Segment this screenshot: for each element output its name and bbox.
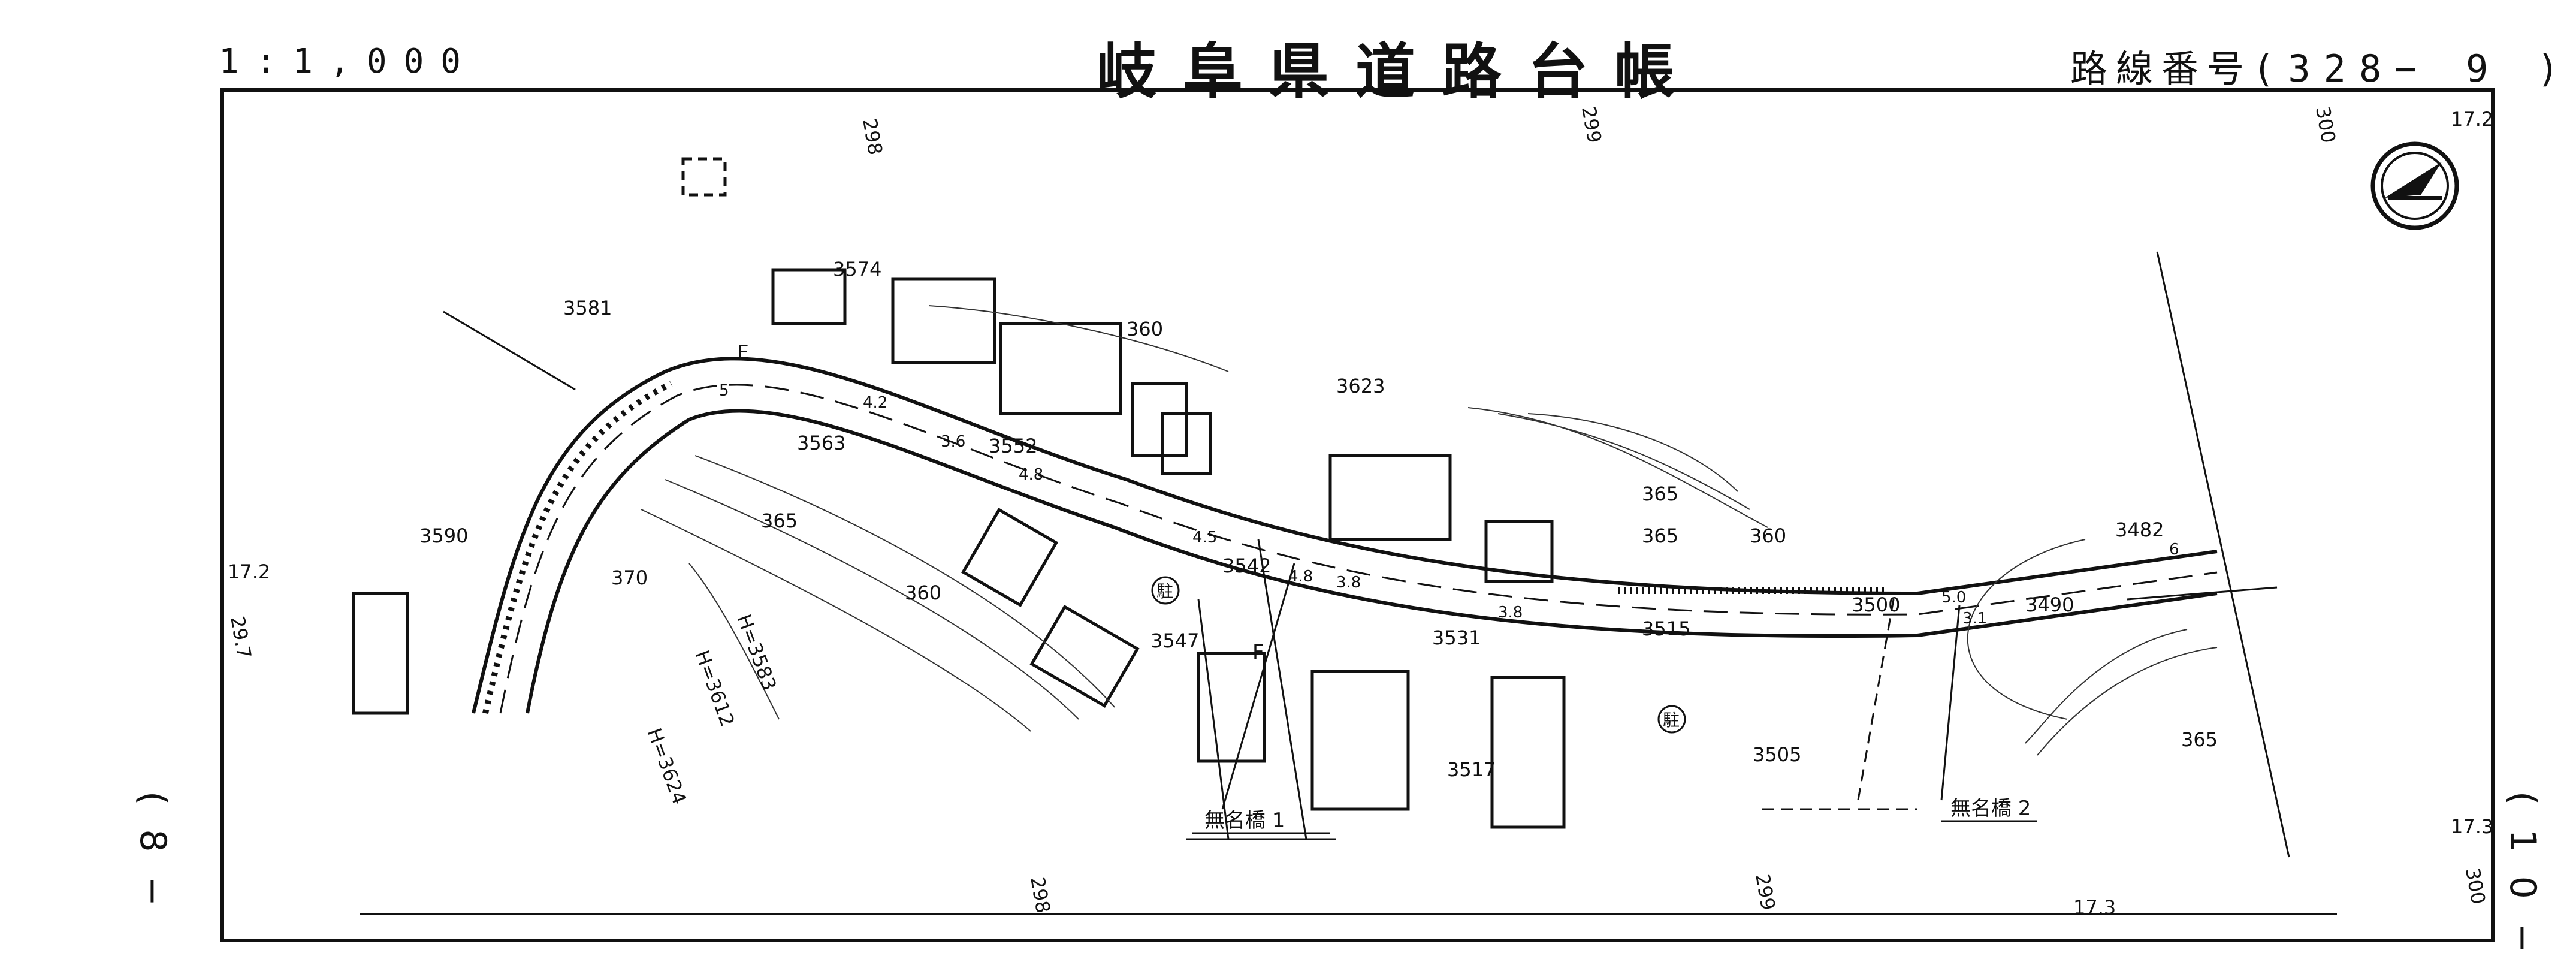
elevation: 3552: [989, 435, 1037, 457]
section-mark: 300: [2461, 866, 2490, 906]
offset-label: 17.2: [2451, 108, 2493, 131]
page-title: 岐阜県道路台帳: [1097, 36, 1701, 107]
road-mark: 4.2: [863, 394, 887, 412]
elevation: 3542: [1222, 554, 1271, 577]
road-mark: 3.6: [941, 433, 965, 451]
offset-label: 17.3: [2451, 815, 2493, 838]
elevation: 3623: [1336, 375, 1385, 397]
parcel-lines: [443, 251, 2290, 858]
elevation: 3517: [1447, 758, 1496, 781]
elevation: 3581: [563, 297, 612, 319]
height-note: H=3583: [732, 611, 781, 693]
contour-label: 360: [1127, 318, 1163, 340]
elevation: 3563: [797, 432, 845, 454]
height-note: H=3624: [642, 725, 691, 807]
offset-label: 29.7: [226, 614, 256, 661]
parking-markers: 駐 駐: [1151, 576, 1686, 734]
road-edges: [472, 357, 2218, 714]
contour-label: 365: [1642, 524, 1678, 547]
road-mark: 3.8: [1336, 574, 1361, 592]
road-mark: 6: [2169, 541, 2179, 559]
buildings: [352, 157, 1566, 829]
road-mark: 3.8: [1498, 604, 1523, 622]
elevation: 3490: [2025, 593, 2074, 616]
elevation: 3505: [1753, 743, 1801, 766]
bridge-2: 無名橋 2: [1940, 605, 2037, 822]
scale-label: 1:1,000: [219, 42, 478, 81]
section-mark: 299: [1577, 105, 1606, 145]
route-number: 路線番号(328− 9 ): [2070, 38, 2572, 92]
contour-label: 360: [1750, 524, 1786, 547]
offset-label: 17.2: [228, 560, 270, 583]
road-mark: F: [737, 341, 749, 365]
route-number-value: (328− 9 ): [2252, 47, 2572, 91]
contours: [641, 305, 2218, 756]
road-map: 298 299 300 298 299 300 17.2 17.2 29.7 1…: [220, 88, 2495, 942]
contour-label: 365: [2181, 728, 2218, 751]
elevation: 3531: [1432, 626, 1481, 649]
elevation: 3574: [833, 258, 881, 281]
contour-label: 365: [1642, 483, 1678, 505]
elevation: 3590: [419, 524, 468, 547]
road-mark: F: [1252, 641, 1264, 665]
bridge-label: 無名橋 2: [1950, 797, 2031, 821]
road-mark: 5: [719, 382, 729, 400]
elevation: 3500: [1852, 593, 1900, 616]
north-arrow-icon: [2370, 141, 2459, 230]
map-labels: 298 299 300 298 299 300 17.2 17.2 29.7 1…: [226, 105, 2493, 919]
road-mark: 4.8: [1019, 466, 1043, 484]
contour-label: 370: [611, 566, 648, 589]
elevation: 3482: [2115, 518, 2164, 541]
height-note: H=3612: [690, 647, 739, 729]
section-mark: 298: [858, 117, 887, 157]
contour-label: 365: [761, 509, 798, 532]
offset-label: 17.3: [2073, 896, 2116, 919]
road-mark: 5.0: [1941, 589, 1966, 607]
parking-mark: 駐: [1156, 581, 1173, 601]
elevation: 3547: [1150, 629, 1199, 652]
section-mark: 300: [2311, 105, 2340, 145]
route-label: 路線番号: [2070, 47, 2253, 91]
parking-mark: 駐: [1663, 710, 1680, 730]
section-mark: 298: [1026, 875, 1055, 915]
contour-label: 360: [905, 581, 941, 604]
bridge-1: 無名橋 1: [1192, 563, 1330, 834]
bridge-label: 無名橋 1: [1204, 809, 1285, 833]
map-frame: [220, 88, 2495, 942]
road-mark: 4.5: [1192, 529, 1217, 547]
section-mark: 299: [1751, 872, 1780, 912]
road-mark: 3.1: [1962, 610, 1987, 628]
elevation: 3515: [1642, 617, 1690, 640]
